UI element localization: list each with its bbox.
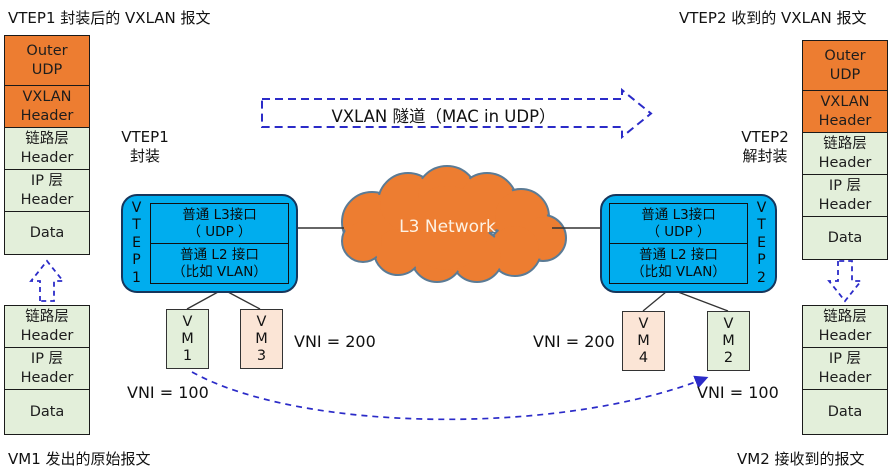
vtep2-vm2-connector [677, 291, 729, 312]
encapsulation-up-arrow-icon [29, 259, 65, 302]
packet-stack-left-original: 链路层 Header IP 层 Header Data [4, 305, 90, 435]
vm4-box: V M 4 [622, 311, 665, 371]
packet-field-ip-header: IP 层 Header [803, 175, 887, 217]
vm1-to-vm2-flow-arrow [191, 371, 709, 421]
packet-field-link-header: 链路层 Header [5, 306, 89, 348]
vni-100-label-right: VNI = 100 [697, 383, 779, 402]
vm3-box: V M 3 [240, 309, 283, 369]
vni-200-label-right: VNI = 200 [533, 332, 615, 351]
packet-field-outer-udp: Outer UDP [5, 36, 89, 86]
vtep2-vm4-connector [642, 291, 667, 312]
vtep2-box: V T E P 2 普通 L3接口 （ UDP ） 普通 L2 接口 （比如 V… [600, 194, 777, 293]
packet-field-link-header: 链路层 Header [803, 306, 887, 348]
packet-stack-right-received: Outer UDP VXLAN Header 链路层 Header IP 层 H… [802, 40, 888, 260]
vtep1-vm3-connector [227, 291, 261, 310]
vtep2-stage-label: VTEP2 解封装 [741, 128, 789, 165]
decapsulation-down-arrow-icon [827, 260, 863, 303]
packet-field-ip-header: IP 层 Header [5, 170, 89, 212]
vm2-box: V M 2 [707, 311, 750, 371]
packet-field-outer-udp: Outer UDP [803, 41, 887, 91]
packet-stack-right-decapsulated: 链路层 Header IP 层 Header Data [802, 305, 888, 435]
packet-field-ip-header: IP 层 Header [803, 348, 887, 390]
vtep1-interfaces: 普通 L3接口 （ UDP ） 普通 L2 接口 （比如 VLAN） [150, 203, 289, 284]
packet-field-link-header: 链路层 Header [803, 133, 887, 175]
vni-100-label-left: VNI = 100 [127, 383, 209, 402]
vtep2-l3-interface: 普通 L3接口 （ UDP ） [641, 206, 716, 240]
packet-field-data: Data [803, 217, 887, 259]
packet-field-vxlan-header: VXLAN Header [803, 91, 887, 133]
vxlan-tunnel-label: VXLAN 隧道（MAC in UDP） [331, 107, 556, 126]
footer-label-right: VM2 接收到的报文 [737, 450, 865, 468]
vtep1-stage-label: VTEP1 封装 [121, 128, 169, 165]
packet-field-ip-header: IP 层 Header [5, 348, 89, 390]
vm1-box: V M 1 [166, 309, 209, 369]
title-right: VTEP2 收到的 VXLAN 报文 [679, 9, 867, 27]
packet-field-data: Data [803, 390, 887, 434]
packet-stack-left-encapsulated: Outer UDP VXLAN Header 链路层 Header IP 层 H… [4, 35, 90, 255]
vtep1-vm1-connector [186, 291, 219, 310]
l3-network-cloud [341, 165, 567, 283]
packet-field-vxlan-header: VXLAN Header [5, 86, 89, 128]
vtep2-l2-interface: 普通 L2 接口 （比如 VLAN） [610, 243, 747, 283]
vtep1-l3-interface: 普通 L3接口 （ UDP ） [182, 206, 257, 240]
vni-200-label-left: VNI = 200 [294, 332, 376, 351]
title-left: VTEP1 封装后的 VXLAN 报文 [8, 9, 211, 27]
vtep2-interfaces: 普通 L3接口 （ UDP ） 普通 L2 接口 （比如 VLAN） [609, 203, 748, 284]
packet-field-link-header: 链路层 Header [5, 128, 89, 170]
packet-field-data: Data [5, 212, 89, 254]
packet-field-data: Data [5, 390, 89, 434]
l3-network-label: L3 Network [399, 217, 496, 237]
vtep1-vertical-label: V T E P 1 [131, 199, 142, 286]
vtep1-box: V T E P 1 普通 L3接口 （ UDP ） 普通 L2 接口 （比如 V… [121, 194, 298, 293]
footer-label-left: VM1 发出的原始报文 [8, 450, 151, 468]
vtep2-vertical-label: V T E P 2 [756, 199, 767, 286]
vtep1-l2-interface: 普通 L2 接口 （比如 VLAN） [151, 243, 288, 283]
